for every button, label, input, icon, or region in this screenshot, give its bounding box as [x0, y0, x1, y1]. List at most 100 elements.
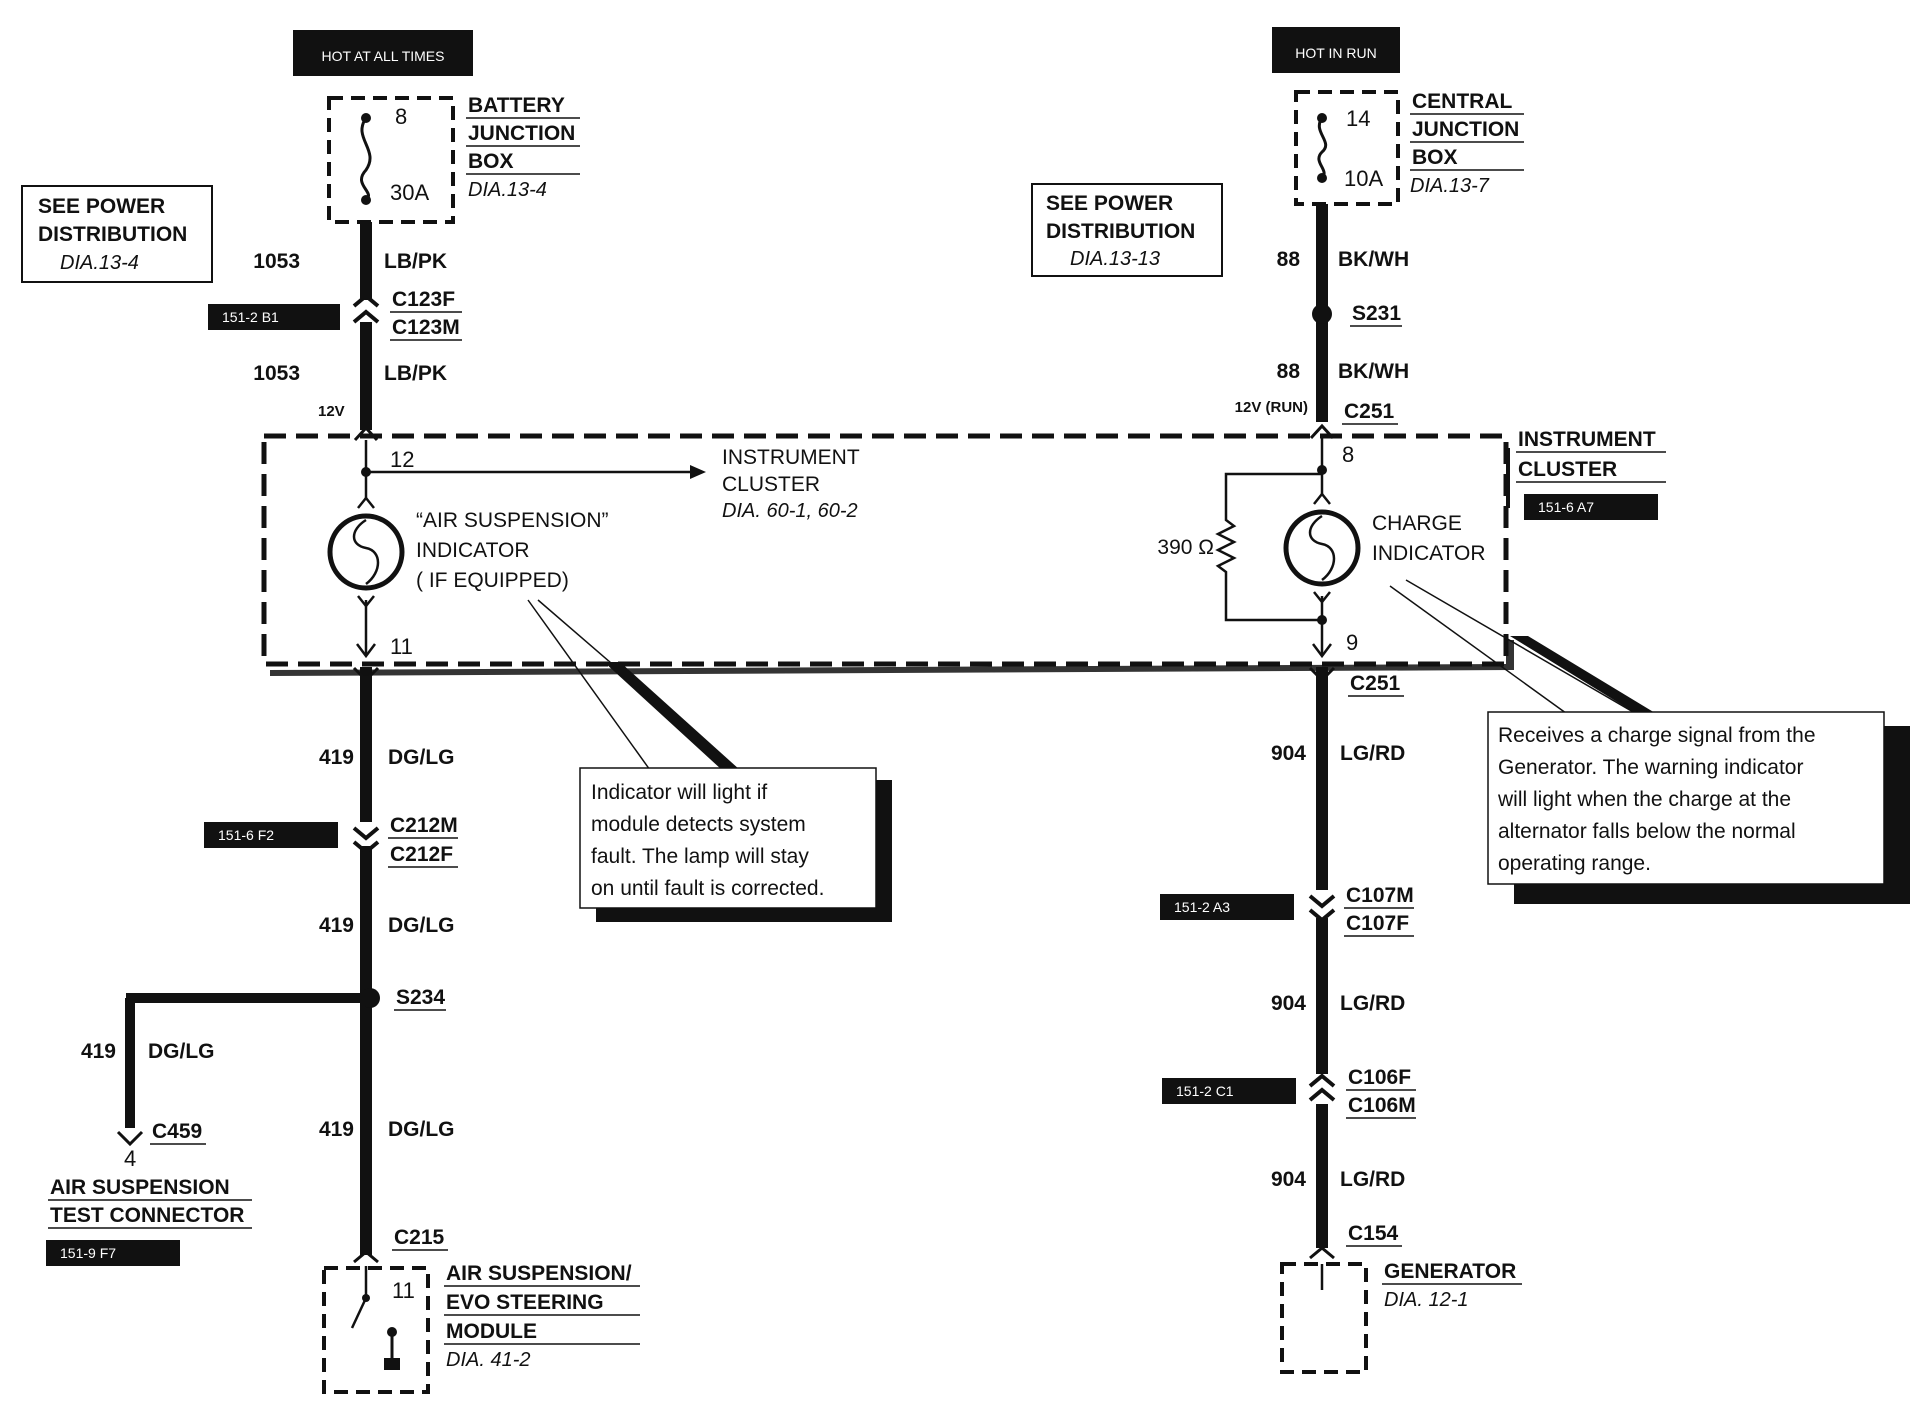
see-power-right-line2: DISTRIBUTION	[1046, 220, 1195, 243]
wire-color-lgrd-c: LG/RD	[1340, 1168, 1405, 1191]
splice-s231-label: S231	[1352, 302, 1401, 325]
charge-indicator-bulb	[1283, 491, 1361, 659]
connector-c212-symbol	[352, 826, 380, 855]
right-note-line2: Generator. The warning indicator	[1498, 756, 1803, 779]
wire-color-lbpk-bottom: LB/PK	[384, 362, 447, 385]
ref-151-9-f7-label: 151-9 F7	[60, 1245, 116, 1261]
left-note-line2: module detects system	[591, 813, 806, 836]
resistor-390-ohm	[1215, 472, 1322, 622]
connector-c107f: C107F	[1346, 912, 1409, 935]
connector-c106f: C106F	[1348, 1066, 1411, 1089]
svg-text:BATTERY: BATTERY	[468, 94, 565, 117]
ref-151-6-f2-label: 151-6 F2	[218, 827, 274, 843]
air-suspension-indicator-label-line3: ( IF EQUIPPED)	[416, 569, 569, 592]
left-note-callout	[527, 599, 740, 771]
fuse-rating-30a: 30A	[390, 180, 429, 205]
module-pin-11: 11	[392, 1278, 415, 1303]
connector-c123f: C123F	[392, 288, 455, 311]
right-cluster-exit-arrow	[1308, 666, 1336, 683]
ref-tag-151-2-a3	[1160, 894, 1294, 920]
connector-c123-symbol	[352, 293, 380, 324]
pin-12: 12	[390, 447, 414, 472]
wire-number-1053-top: 1053	[253, 250, 300, 273]
fuse-30a-symbol	[360, 117, 372, 202]
connector-c123m: C123M	[392, 316, 460, 339]
wire-color-dglg-b: DG/LG	[388, 914, 455, 937]
instrument-cluster-dia: DIA. 60-1, 60-2	[722, 500, 858, 522]
left-note-line1: Indicator will light if	[591, 781, 767, 804]
resistor-label: 390 Ω	[1157, 536, 1214, 559]
wire-color-dglg-c: DG/LG	[388, 1118, 455, 1141]
svg-text:JUNCTION: JUNCTION	[468, 122, 575, 145]
charge-indicator-label-line2: INDICATOR	[1372, 542, 1486, 565]
wire-number-904-a: 904	[1271, 742, 1306, 765]
wire-color-dglg-a: DG/LG	[388, 746, 455, 769]
wire-color-lgrd-a: LG/RD	[1340, 742, 1405, 765]
charge-indicator-label-line1: CHARGE	[1372, 512, 1462, 535]
wire-color-bkwh-bottom: BK/WH	[1338, 360, 1409, 383]
connector-c107m: C107M	[1346, 884, 1414, 907]
ref-tag-151-2-b1	[208, 304, 340, 330]
wire-number-419-b: 419	[319, 914, 354, 937]
right-cluster-entry-arrow	[1309, 423, 1335, 440]
ref-tag-151-2-c1	[1162, 1078, 1296, 1104]
see-power-left-dia: DIA.13-4	[60, 252, 139, 274]
voltage-12v-run: 12V (RUN)	[1235, 399, 1308, 416]
connector-c107-symbol	[1308, 894, 1336, 923]
fuse-10a-symbol	[1317, 117, 1328, 180]
air-suspension-indicator-label-line1: “AIR SUSPENSION”	[416, 509, 609, 532]
battery-junction-box-outline	[327, 96, 455, 224]
ref-tag-151-6-a7	[1524, 494, 1658, 520]
connector-c212f: C212F	[390, 843, 453, 866]
wire-color-dglg-branch: DG/LG	[148, 1040, 215, 1063]
svg-text:BOX: BOX	[1412, 146, 1458, 169]
fuse-rating-10a: 10A	[1344, 166, 1383, 191]
connector-c251-top: C251	[1344, 400, 1395, 423]
svg-text:JUNCTION: JUNCTION	[1412, 118, 1519, 141]
wire-number-419-a: 419	[319, 746, 354, 769]
see-power-right-dia: DIA.13-13	[1070, 248, 1160, 270]
connector-c215-symbol	[353, 1250, 379, 1264]
connector-c106m: C106M	[1348, 1094, 1416, 1117]
generator-label: GENERATOR	[1384, 1260, 1516, 1283]
ref-tag-151-9-f7	[46, 1240, 180, 1266]
connector-c154: C154	[1348, 1222, 1399, 1245]
connector-c106-symbol	[1308, 1073, 1336, 1102]
connector-c215: C215	[394, 1226, 445, 1249]
s234-branch-wire	[116, 993, 366, 1147]
hot-in-run-tag	[1272, 27, 1400, 73]
right-note-line5: operating range.	[1498, 852, 1651, 875]
wire-number-88-bottom: 88	[1277, 360, 1301, 383]
right-note-line1: Receives a charge signal from the	[1498, 724, 1816, 747]
see-power-left-line2: DISTRIBUTION	[38, 223, 187, 246]
instrument-cluster-label-line2: CLUSTER	[722, 473, 820, 496]
fuse-number-14: 14	[1346, 106, 1370, 131]
ref-151-2-a3-label: 151-2 A3	[1174, 899, 1230, 915]
wire-color-lbpk-top: LB/PK	[384, 250, 447, 273]
right-note-callout	[1389, 579, 1660, 717]
central-junction-box-outline	[1294, 90, 1400, 206]
fuse-number-8: 8	[395, 104, 407, 129]
wire-number-904-c: 904	[1271, 1168, 1306, 1191]
wire-number-1053-bottom: 1053	[253, 362, 300, 385]
pin-8: 8	[1342, 442, 1354, 467]
splice-s234-label: S234	[396, 986, 445, 1009]
ref-151-6-a7-label: 151-6 A7	[1538, 499, 1594, 515]
wire-number-419-c: 419	[319, 1118, 354, 1141]
connector-c251-bottom: C251	[1350, 672, 1401, 695]
instrument-cluster-label-line1: INSTRUMENT	[722, 446, 860, 469]
pin-4: 4	[124, 1146, 136, 1171]
left-note-line3: fault. The lamp will stay	[591, 845, 809, 868]
wire-number-419-branch: 419	[81, 1040, 116, 1063]
ref-151-2-b1-label: 151-2 B1	[222, 309, 279, 325]
right-note-line3: will light when the charge at the	[1497, 788, 1791, 811]
generator-outline	[1280, 1262, 1368, 1374]
right-note-box	[1487, 711, 1885, 885]
wire-color-bkwh-top: BK/WH	[1338, 248, 1409, 271]
instrument-cluster-shadow	[270, 640, 1514, 676]
pin-9: 9	[1346, 630, 1358, 655]
wire-color-lgrd-b: LG/RD	[1340, 992, 1405, 1015]
svg-text:BOX: BOX	[468, 150, 514, 173]
test-connector-label-line1: AIR SUSPENSION	[50, 1176, 230, 1199]
